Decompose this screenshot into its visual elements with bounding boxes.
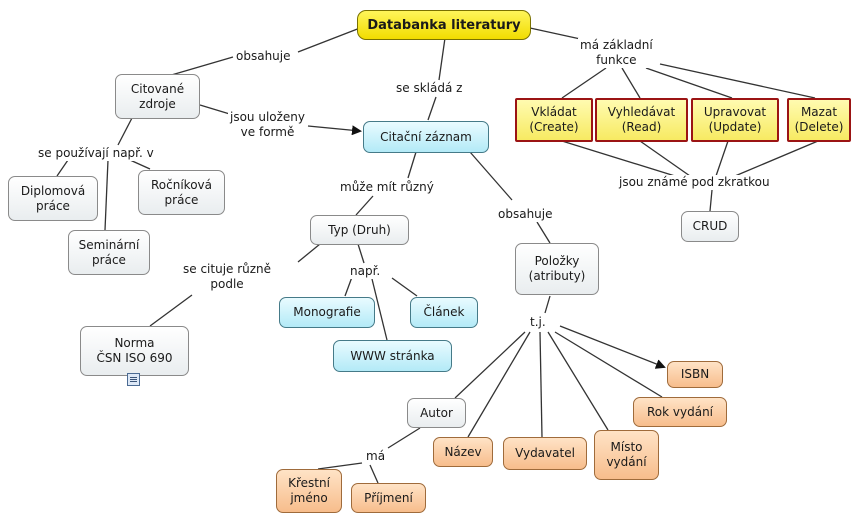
concept-vyhledavat-read[interactable]: Vyhledávat (Read) <box>595 98 688 142</box>
edge-ulozeny-zaznam <box>307 125 362 136</box>
edge-ma-prijmeni <box>369 464 379 484</box>
link-napr: např. <box>348 264 383 279</box>
edge-tj-isbn <box>559 325 666 369</box>
concept-www-stranka[interactable]: WWW stránka <box>333 340 452 372</box>
edge-vyhledavat-zname <box>639 140 691 177</box>
concept-diplomova-prace[interactable]: Diplomová práce <box>8 176 98 221</box>
edge-obsahuje-citovane <box>167 56 234 77</box>
edge-napr-clanek <box>391 277 418 297</box>
edge-typ-napr <box>357 243 365 264</box>
edge-zaznam-muze <box>407 151 417 179</box>
concept-krestni-jmeno[interactable]: Křestní jméno <box>276 469 342 513</box>
concept-rocnikova-prace[interactable]: Ročníková práce <box>138 170 225 215</box>
concept-monografie[interactable]: Monografie <box>279 297 375 328</box>
link-ma-zakladni-funkce: má základní funkce <box>578 38 655 68</box>
edge-sklada-zaznam <box>427 96 437 121</box>
edge-funkce-upravovat <box>645 67 733 99</box>
concept-clanek[interactable]: Článek <box>410 297 478 328</box>
edge-polozky-tj <box>544 295 551 314</box>
concept-upravovat-update[interactable]: Upravovat (Update) <box>691 98 779 142</box>
edge-funkce-mazat <box>659 63 816 99</box>
edge-tj-nazev <box>467 331 531 438</box>
link-tj: t.j. <box>528 315 548 330</box>
concept-vkladat-create[interactable]: Vkládat (Create) <box>515 98 593 142</box>
link-jsou-ulozeny: jsou uloženy ve formě <box>228 110 308 140</box>
edge-root-sklada <box>438 37 446 81</box>
edge-root-obsahuje <box>297 27 361 53</box>
edge-mazat-zname <box>734 140 819 177</box>
link-se-cituje: se cituje různě podle <box>181 262 274 292</box>
concept-crud[interactable]: CRUD <box>681 211 739 242</box>
edge-ma-krestni <box>317 462 363 470</box>
concept-rok-vydani[interactable]: Rok vydání <box>633 397 727 427</box>
concept-mazat-delete[interactable]: Mazat (Delete) <box>787 98 851 142</box>
edge-napr-monografie <box>344 276 353 297</box>
edge-root-funkce <box>529 27 586 41</box>
edge-vkladat-zname <box>561 140 676 177</box>
concept-autor[interactable]: Autor <box>407 398 466 428</box>
edge-citovane-pouzivaji <box>117 117 133 146</box>
concept-norma-csn-iso-690[interactable]: Norma ČSN ISO 690 <box>80 326 189 376</box>
document-icon[interactable] <box>127 373 140 386</box>
concept-polozky-atributy[interactable]: Položky (atributy) <box>515 243 599 295</box>
edge-tj-vydavatel <box>539 331 543 438</box>
edge-obsahuje-polozky <box>536 221 551 244</box>
edge-autor-ma <box>387 427 421 449</box>
link-obsahuje-1: obsahuje <box>234 49 293 64</box>
concept-prijmeni[interactable]: Příjmení <box>351 483 426 513</box>
concept-misto-vydani[interactable]: Místo vydání <box>594 430 659 480</box>
link-ma: má <box>364 449 388 464</box>
edge-zname-crud <box>709 189 713 212</box>
link-jsou-zname: jsou známé pod zkratkou <box>617 175 772 190</box>
concept-databanka-literatury[interactable]: Databanka literatury <box>357 10 531 40</box>
link-se-pouzivaji: se používají např. v <box>36 146 156 161</box>
edge-typ-cituje <box>297 243 321 263</box>
concept-seminarni-prace[interactable]: Seminární práce <box>68 230 150 275</box>
concept-vydavatel[interactable]: Vydavatel <box>503 437 587 470</box>
edge-cituje-norma <box>149 294 193 327</box>
edge-upravovat-zname <box>715 140 729 177</box>
edge-tj-autor <box>454 331 526 399</box>
concept-citacni-zaznam[interactable]: Citační záznam <box>363 121 489 153</box>
edge-pouzivaji-rocnikova <box>129 159 151 170</box>
link-se-sklada-z: se skládá z <box>394 81 465 96</box>
edge-tj-misto <box>547 331 609 431</box>
link-muze-mit: může mít různý <box>338 180 436 195</box>
concept-isbn[interactable]: ISBN <box>667 361 723 388</box>
concept-nazev[interactable]: Název <box>433 437 493 467</box>
edge-funkce-vkladat <box>561 67 607 99</box>
link-obsahuje-2: obsahuje <box>496 207 555 222</box>
concept-typ-druh[interactable]: Typ (Druh) <box>310 215 409 245</box>
edge-zaznam-obsahuje <box>469 151 513 201</box>
edge-tj-rok <box>554 331 663 398</box>
edge-funkce-vyhledavat <box>621 67 641 99</box>
edge-citovane-ulozeny <box>199 104 234 116</box>
edge-pouzivaji-seminarni <box>104 159 109 231</box>
concept-citovane-zdroje[interactable]: Citované zdroje <box>115 74 200 119</box>
edge-muze-typ <box>355 195 374 216</box>
edge-pouzivaji-diplomova <box>56 159 69 177</box>
edge-napr-www <box>371 278 388 341</box>
